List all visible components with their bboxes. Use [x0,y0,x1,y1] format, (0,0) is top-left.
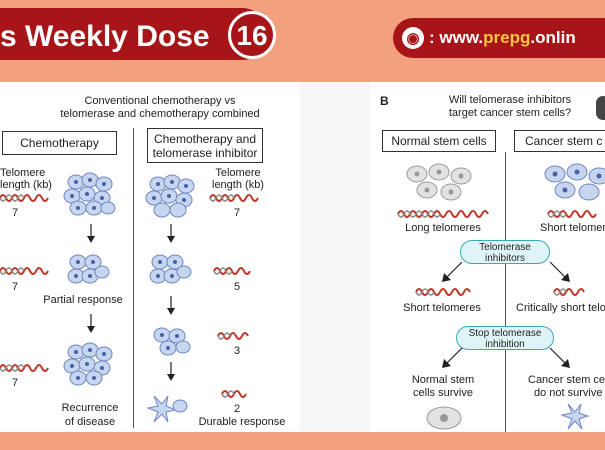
telomere-left-3 [0,364,49,372]
arrow-down-icon [87,224,95,243]
telomere-header-left-1: Telomere [0,167,46,179]
stop-pill-line-1: Stop telomerase [468,328,542,339]
panel-b-question-2: target cancer stem cells? [448,107,572,119]
arrow-down-icon [167,224,175,243]
website-link[interactable]: : www.prepg.onlin [429,28,576,48]
cancer-survive-label-2: do not survive [534,387,603,399]
telomere-right-value-3: 3 [233,345,241,357]
page-title: s Weekly Dose [0,20,210,53]
telomere-right-value-4: 2 [233,403,241,415]
panel-a-heading-1: Conventional chemotherapy vs [84,95,236,107]
stop-pill-line-2: inhibition [485,339,525,350]
arrow-down-icon [87,314,95,333]
issue-badge: 16 [228,11,276,59]
website-highlight: prepg [483,28,531,47]
panel-gap [300,82,370,432]
website-suffix: .onlin [530,28,576,47]
critically-short-label: Critically short telo [516,302,605,314]
telomere-right-value-1: 7 [233,207,241,219]
combined-title-1: Chemotherapy and [153,132,257,146]
panel-b-divider [505,152,506,432]
website-bar[interactable]: ◉ : www.prepg.onlin [393,18,605,58]
dying-cells [146,395,188,423]
telomere-right-1 [209,194,259,202]
normal-survive-label-2: cells survive [413,387,473,399]
tumor-cells-1 [63,172,116,216]
arrow-down-left-icon [442,347,463,368]
long-telomeres-label: Long telomeres [405,222,481,234]
cancer-survive-label-1: Cancer stem cel [528,374,605,386]
telomere-left-value-2: 7 [12,281,19,293]
arrow-down-right-icon [549,261,570,282]
telomere-right-value-2: 5 [233,281,241,293]
recurrence-label-1: Recurrence [61,402,119,414]
tumor-cells-6 [153,327,191,356]
telomere-right-4 [221,390,247,398]
short-telomere [415,288,471,296]
arrow-down-right-icon [549,347,570,368]
short-telomeres-top-label: Short telomer [540,222,605,234]
short-telomere-top [547,210,597,218]
normal-survive-label-1: Normal stem [411,374,475,386]
telomere-left-value-1: 7 [12,207,19,219]
panel-a-heading-2: telomerase and chemotherapy combined [60,108,260,120]
tumor-cells-2 [67,254,110,284]
stem-cell-icon [596,96,605,120]
telomerase-inhibitors-pill: Telomerase inhibitors [460,240,550,264]
short-telomeres-label: Short telomeres [403,302,481,314]
arrow-down-icon [167,296,175,315]
title-bar: s Weekly Dose [0,8,268,60]
surviving-normal-cell [426,406,462,430]
normal-stem-cells [406,163,472,201]
footer-bar [0,432,605,450]
panel-b-question-1: Will telomerase inhibitors [448,94,572,106]
telomere-right-3 [217,332,249,340]
inhibitors-pill-line-1: Telomerase [479,242,531,253]
telomere-header-left-2: length (kb) [0,179,52,191]
panel-b-letter: B [380,94,389,108]
cancer-stem-cells [544,163,605,201]
partial-response-label: Partial response [43,294,123,306]
header-banner: s Weekly Dose 16 ◉ : www.prepg.onlin [0,0,605,82]
telomere-right-2 [213,267,251,275]
normal-stem-cells-box: Normal stem cells [382,130,496,152]
arrow-down-left-icon [442,261,463,282]
tumor-cells-3 [63,342,113,386]
website-prefix: : www. [429,28,484,47]
inhibitors-pill-line-2: inhibitors [484,253,526,264]
telomere-header-right-2: length (kb) [212,179,264,191]
dying-cancer-cell [560,403,590,430]
tumor-cells-5 [149,254,192,284]
telomere-left-value-3: 7 [12,377,19,389]
recurrence-label-2: of disease [64,416,116,428]
durable-response-label: Durable response [198,416,286,428]
arrow-down-icon [167,362,175,381]
panel-a-divider [133,128,134,428]
issue-number: 16 [236,20,268,51]
chemotherapy-box: Chemotherapy [2,131,117,155]
combined-box: Chemotherapy and telomerase inhibitor [147,128,263,163]
figure-panel: Conventional chemotherapy vs telomerase … [0,82,605,432]
combined-title-2: telomerase inhibitor [152,146,258,160]
cancer-stem-cells-box: Cancer stem c [514,130,605,152]
telomere-header-right-1: Telomere [215,167,261,179]
telomere-left-2 [0,267,49,275]
long-telomere [397,210,489,218]
stop-telomerase-pill: Stop telomerase inhibition [456,326,554,350]
telomere-left-1 [0,194,49,202]
critically-short-telomere [553,288,585,296]
tumor-cells-4 [145,174,195,218]
globe-icon: ◉ [402,27,424,49]
